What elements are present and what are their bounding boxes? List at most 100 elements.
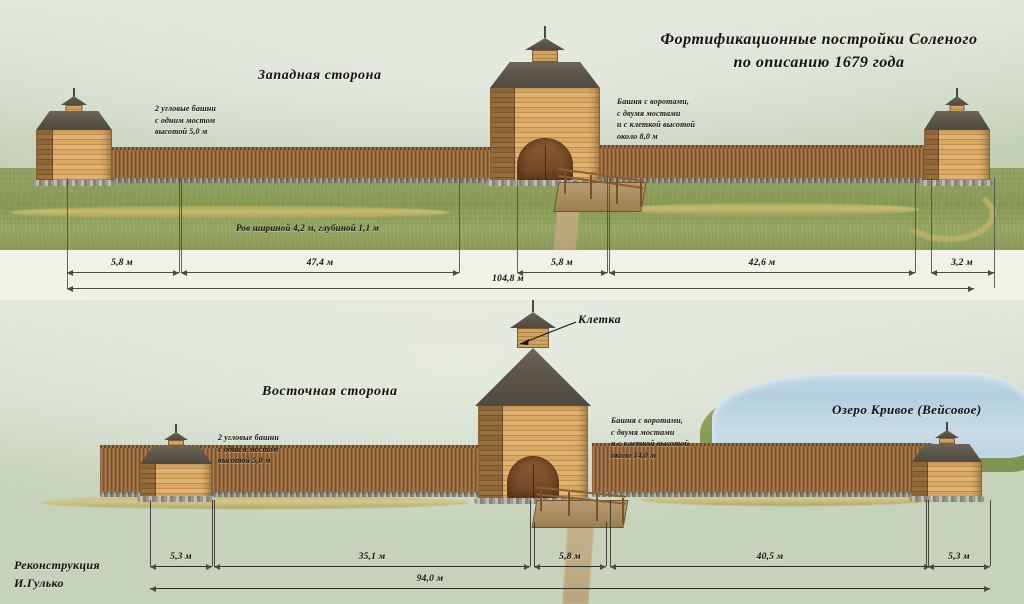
tower-roof: [490, 62, 600, 88]
cupola-roof: [61, 96, 87, 105]
note-corner-towers-east: 2 угловые башни с одним мостом высотой 5…: [218, 433, 279, 466]
dimension-line: [517, 269, 607, 276]
tower-stone-base: [137, 496, 215, 502]
cupola-roof: [164, 432, 188, 440]
cupola-roof: [945, 96, 969, 105]
moat-east-left: [40, 496, 470, 509]
tower-side-shadow: [491, 88, 515, 182]
moat-west-left: [10, 206, 450, 219]
tower-side-shadow: [141, 464, 157, 498]
cupola-cage: [532, 50, 558, 62]
bridge-post: [568, 492, 570, 516]
corner-tower-west-right: [921, 88, 993, 186]
tower-stone-base: [473, 498, 593, 504]
extension-line: [534, 522, 535, 566]
tower-log-body: [140, 464, 212, 498]
extension-line: [214, 500, 215, 566]
eastern-side-illustration: Восточная сторона Клетка 2 угловые башни…: [0, 300, 1024, 604]
tower-stone-base: [921, 180, 993, 186]
tower-stone-base: [485, 180, 605, 186]
gate-archway: [507, 456, 559, 500]
lake-label: Озеро Кривое (Вейсовое): [832, 402, 982, 417]
dimension-label: 35,1 м: [358, 552, 386, 562]
dimension-label: 5,8 м: [111, 258, 133, 268]
tower-roof: [36, 111, 112, 130]
tower-spire: [956, 88, 958, 98]
moat-west-right: [620, 203, 920, 216]
side-label-west: Западная сторона: [258, 68, 382, 83]
extension-line: [150, 500, 151, 566]
tower-stone-base: [909, 496, 985, 502]
extension-line: [181, 178, 182, 273]
tower-roof: [912, 444, 982, 462]
note-moat-west: Ров шириной 4,2 м, глубиной 1,1 м: [236, 223, 380, 233]
cupola: [65, 105, 83, 112]
note-corner-towers-west: 2 угловые башни с одним мостом высотой 5…: [155, 104, 216, 137]
dimension-line: [610, 563, 930, 570]
dimension-line: [534, 563, 606, 570]
extension-line: [609, 178, 610, 273]
tower-spire: [175, 424, 177, 434]
tower-spire: [532, 300, 534, 312]
palisade-top-edge: [592, 443, 932, 446]
reconstruction-credit: Реконструкция И.Гулько: [14, 558, 100, 590]
cupola: [939, 438, 955, 444]
total-dimension-line: [67, 285, 974, 292]
note-gate-tower-west: Башня с воротами, с двумя мостами и с кл…: [617, 97, 696, 141]
extension-line: [212, 500, 213, 566]
extension-line: [606, 522, 607, 566]
bridge-post: [564, 172, 566, 194]
dimension-line: [931, 269, 994, 276]
cage-leader-line: [519, 321, 577, 345]
extension-line: [459, 178, 460, 273]
dimension-label: 5,3 м: [170, 552, 192, 562]
extension-line: [931, 178, 932, 273]
tower-side-shadow: [925, 130, 940, 182]
gate-bridge-west: [553, 168, 647, 212]
corner-tower-west-left: [32, 88, 116, 186]
gate-tower-west: [485, 26, 605, 186]
dimension-line: [214, 563, 530, 570]
extension-line: [928, 500, 929, 566]
tower-roof: [140, 446, 212, 464]
palisade-top-edge: [600, 145, 936, 148]
tower-log-body: [36, 130, 112, 182]
total-dimension-line: [150, 585, 990, 592]
extension-line: [179, 178, 180, 273]
dimension-line: [181, 269, 459, 276]
dimension-label: 40,5 м: [756, 552, 784, 562]
note-gate-tower-east: Башня с воротами, с двумя мостами и с кл…: [611, 416, 690, 460]
extension-line: [610, 500, 611, 566]
tower-log-body: [478, 406, 588, 500]
title-line-2: по описанию 1679 года: [733, 54, 905, 72]
side-label-east: Восточная сторона: [262, 384, 398, 399]
tower-roof: [924, 111, 990, 130]
figure-title: Фортификационные постройки Соленого по о…: [634, 28, 1004, 74]
palisade-top-edge: [100, 445, 500, 448]
cupola: [949, 105, 965, 112]
dimension-line: [150, 563, 212, 570]
tower-log-body: [924, 130, 990, 182]
bridge-post: [596, 495, 598, 521]
tower-side-shadow: [479, 406, 503, 500]
tower-side-shadow: [37, 130, 54, 182]
moat-curve-right: [900, 186, 996, 242]
palisade-wall-west-right: [600, 145, 936, 183]
tower-log-body: [912, 462, 982, 498]
dimension-label: 5,3 м: [948, 552, 970, 562]
tower-spire: [544, 26, 546, 38]
extension-line: [915, 178, 916, 273]
dimension-label: 5,8 м: [551, 258, 573, 268]
palisade-wall-east-right: [592, 443, 932, 497]
dimension-label: 47,4 м: [306, 258, 334, 268]
tower-spire: [946, 422, 948, 432]
corner-tower-east-right: [909, 422, 985, 502]
corner-tower-east-left: [137, 424, 215, 502]
palisade-wall-west-left: [96, 147, 528, 183]
palisade-top-edge: [96, 147, 528, 150]
gate-tower-east: [473, 300, 593, 504]
extension-line: [607, 178, 608, 273]
extension-line: [517, 178, 518, 273]
bridge-post: [540, 489, 542, 511]
